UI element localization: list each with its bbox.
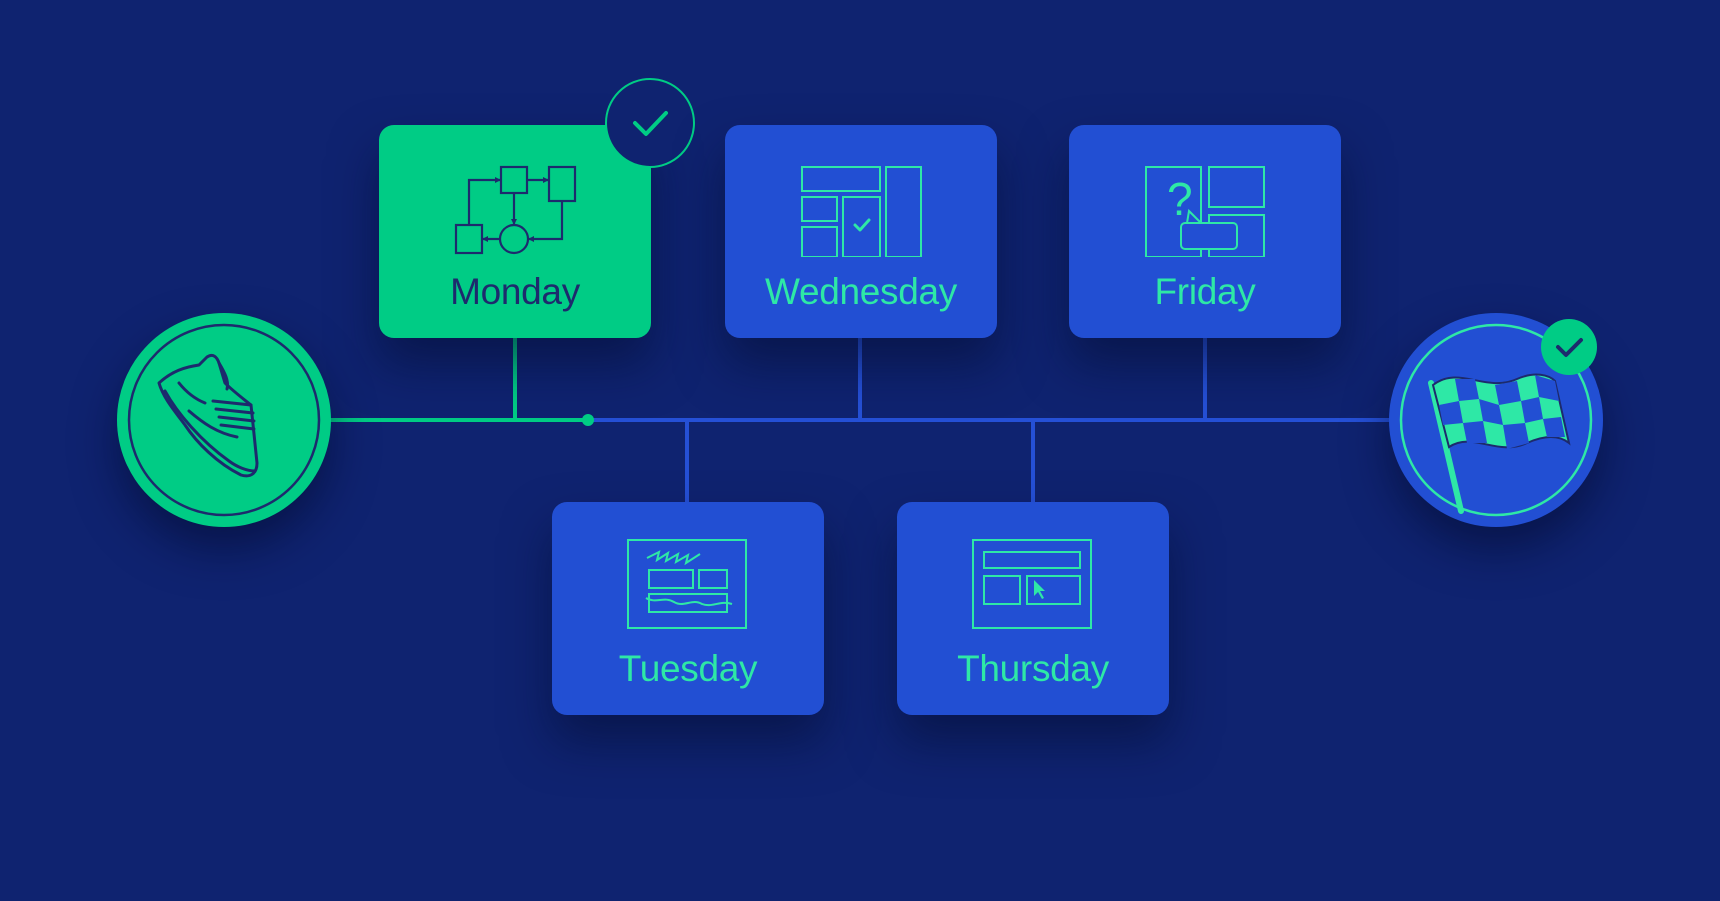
monday-complete-badge: [605, 78, 695, 168]
pending-timeline-segment: [588, 338, 1392, 502]
checkered-flag-icon: [1399, 323, 1593, 517]
user-testing-question-icon: ?: [1145, 166, 1265, 257]
day-card-friday[interactable]: ? Friday: [1069, 125, 1341, 338]
day-label-wednesday: Wednesday: [764, 271, 958, 312]
wireframe-sketch-icon: [627, 539, 747, 629]
day-label-friday: Friday: [1154, 271, 1256, 312]
layout-grid-check-icon: [801, 166, 922, 257]
prototype-click-icon: [972, 539, 1092, 629]
day-label-tuesday: Tuesday: [618, 648, 758, 689]
day-card-monday[interactable]: Monday: [379, 125, 651, 338]
day-label-thursday: Thursday: [957, 648, 1109, 689]
completed-timeline-segment: [330, 338, 588, 422]
process-flowchart-icon: [454, 165, 577, 255]
svg-text:?: ?: [1167, 173, 1193, 225]
check-icon: [633, 111, 668, 136]
day-label-monday: Monday: [450, 271, 580, 312]
day-card-wednesday[interactable]: Wednesday: [725, 125, 997, 338]
day-card-tuesday[interactable]: Tuesday: [552, 502, 824, 715]
sneaker-icon: [127, 323, 321, 517]
finish-node: [1389, 313, 1603, 527]
start-node: [117, 313, 331, 527]
progress-marker-dot: [582, 414, 594, 426]
day-card-thursday[interactable]: Thursday: [897, 502, 1169, 715]
finish-complete-badge: [1541, 319, 1597, 375]
check-icon: [1556, 338, 1583, 357]
